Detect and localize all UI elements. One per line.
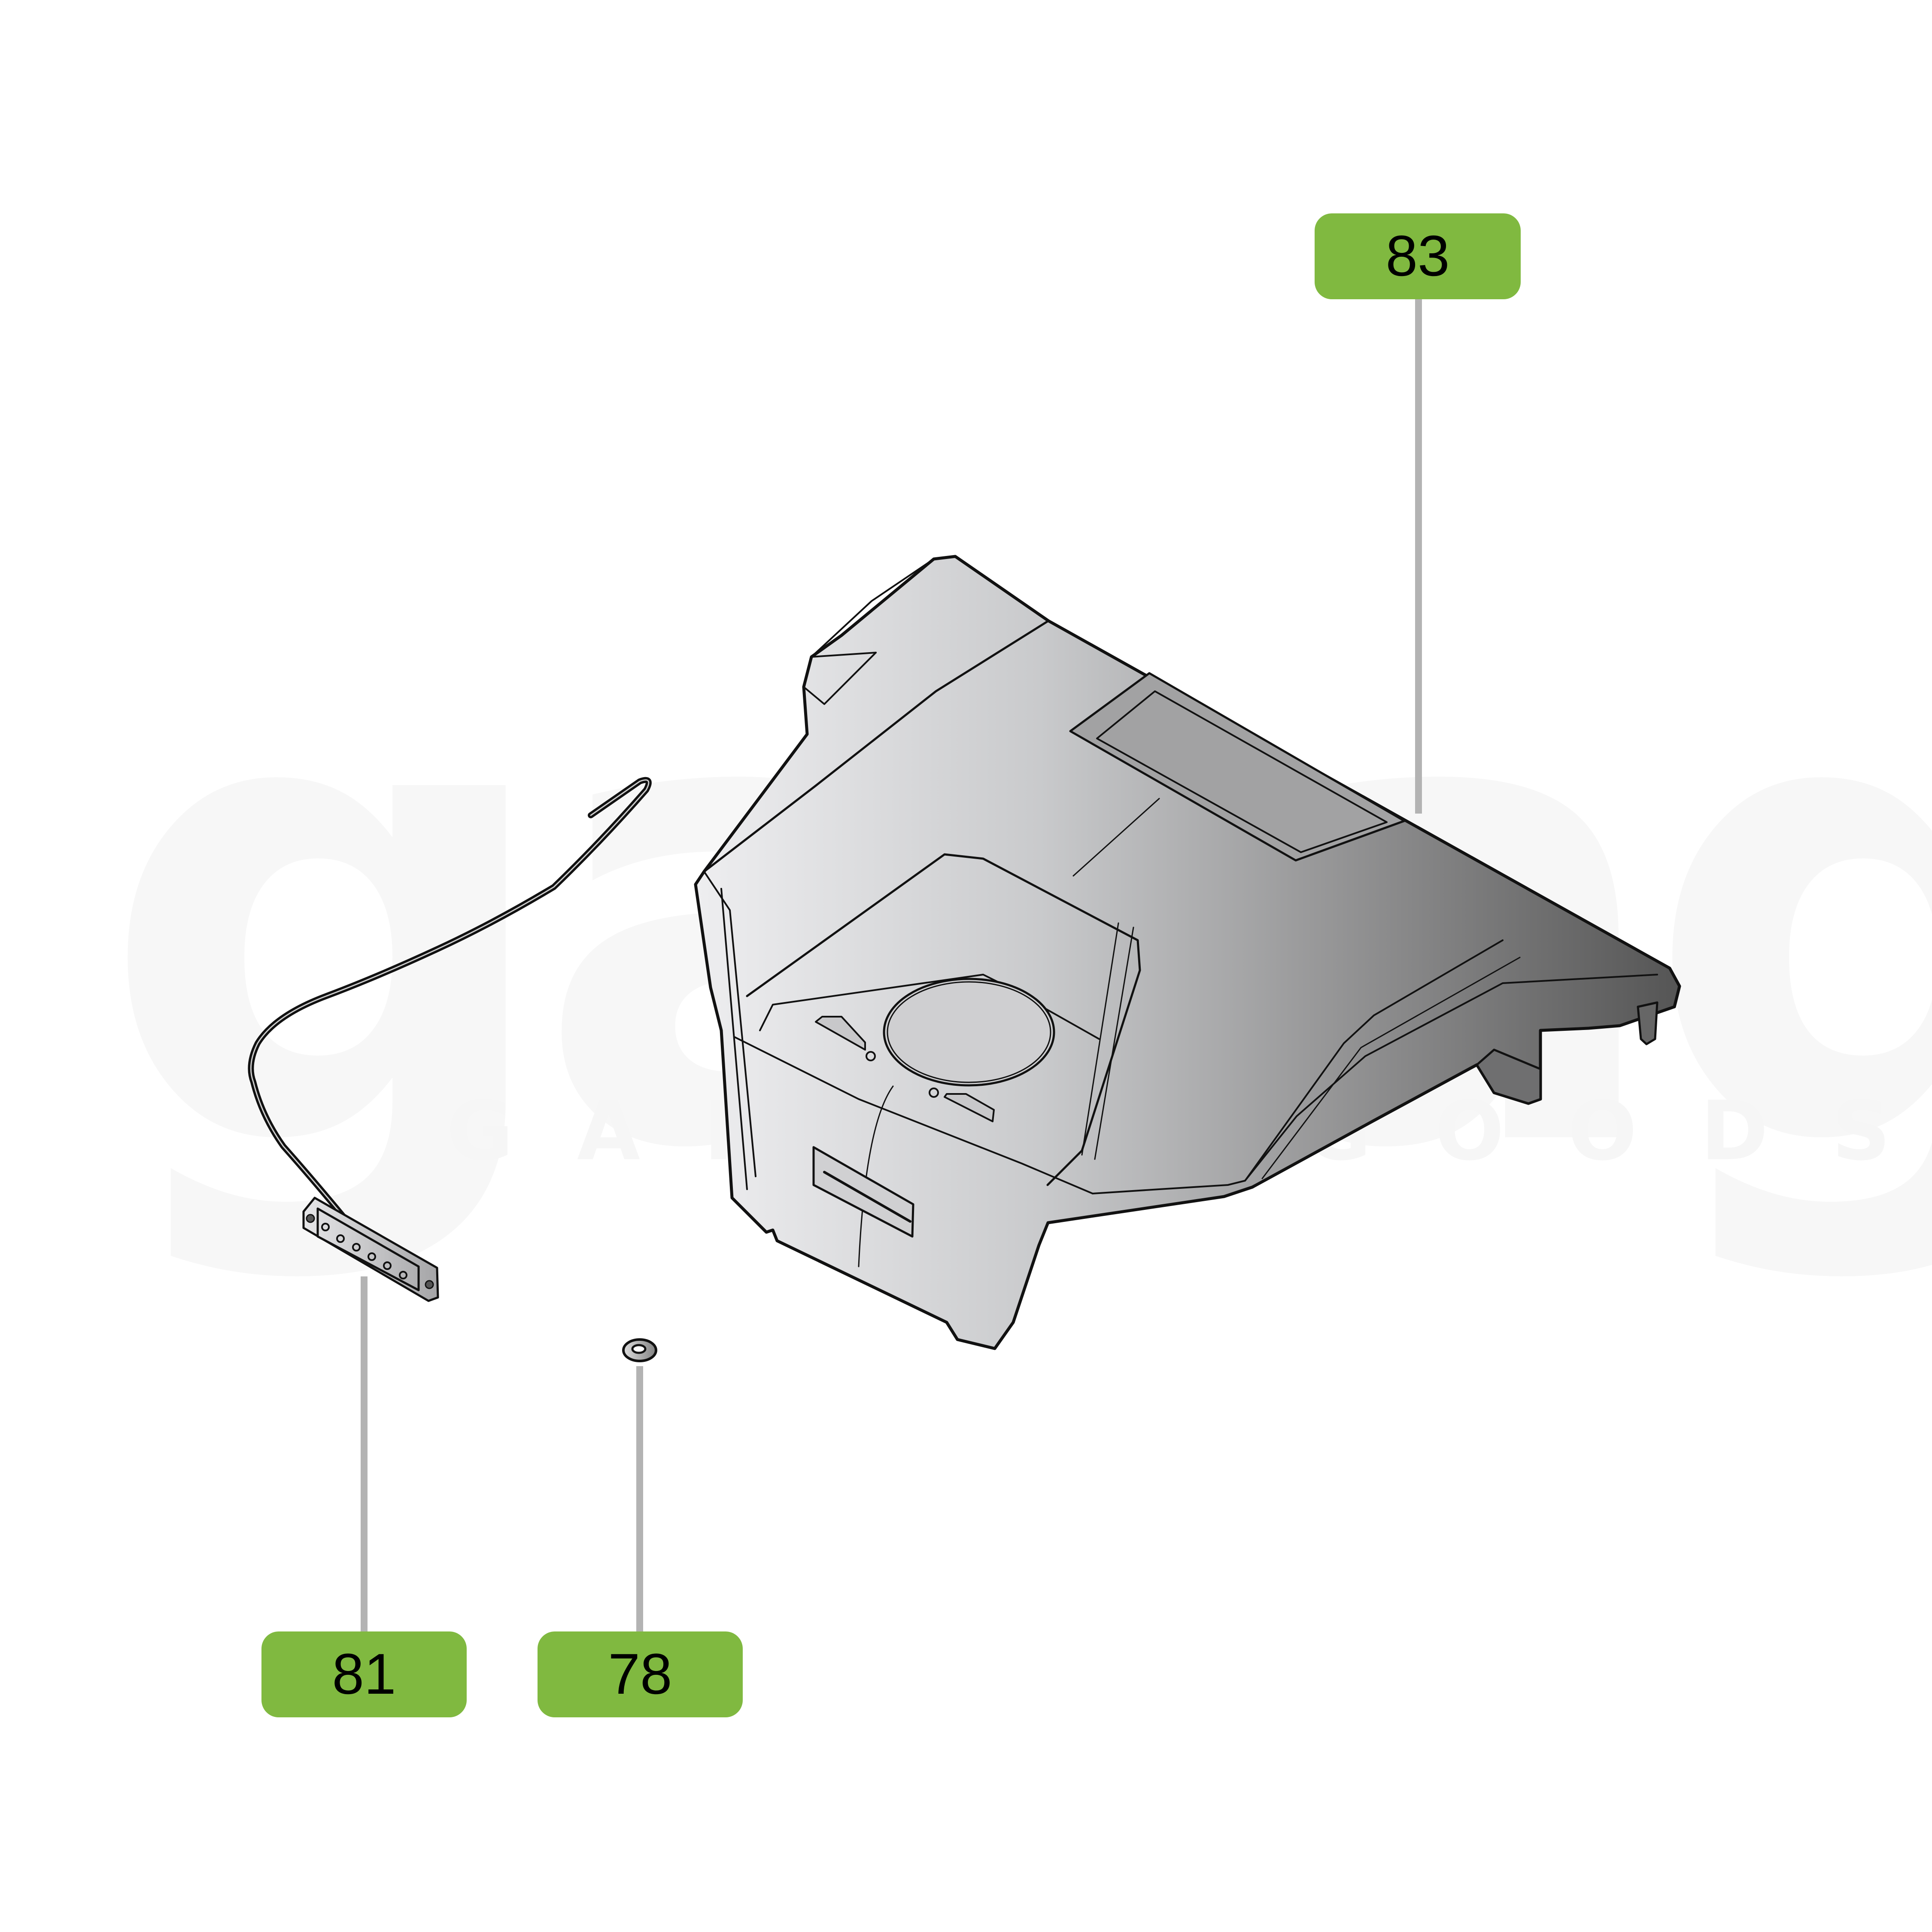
sensor-part-81 [248, 777, 652, 1302]
housing-part-83 [694, 555, 1681, 1350]
leader-line-83 [1415, 299, 1422, 814]
callout-78[interactable]: 78 [538, 1631, 743, 1717]
leader-line-81 [361, 1276, 368, 1631]
callout-81-label: 81 [332, 1642, 396, 1706]
callout-78-label: 78 [608, 1642, 672, 1706]
callout-83[interactable]: 83 [1315, 213, 1521, 299]
washer-part-78 [622, 1338, 657, 1362]
leader-line-78 [636, 1366, 643, 1631]
callout-83-label: 83 [1385, 224, 1450, 288]
callout-81[interactable]: 81 [261, 1631, 467, 1717]
